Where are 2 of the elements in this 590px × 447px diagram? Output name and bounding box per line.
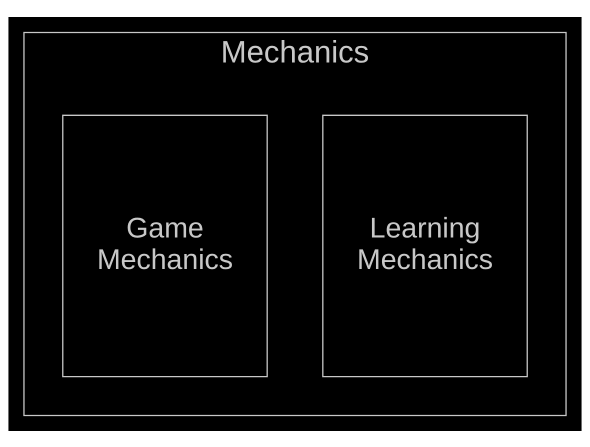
node-box: Learning Mechanics — [322, 114, 528, 377]
node-box: Game Mechanics — [62, 114, 268, 377]
